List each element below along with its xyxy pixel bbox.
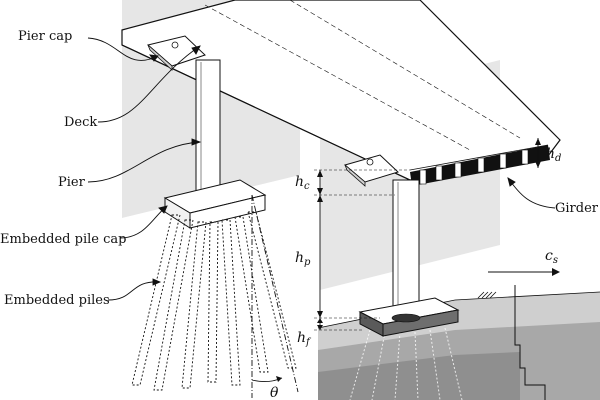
piles-left	[131, 211, 297, 391]
pier-cap-left	[146, 35, 206, 71]
label-deck: Deck	[64, 115, 97, 130]
soil-pile-shadows	[349, 327, 463, 400]
pile-cap-left	[163, 179, 267, 229]
label-embedded-piles: Embedded piles	[4, 293, 110, 308]
pile-cap-right	[358, 297, 460, 337]
label-pier: Pier	[58, 175, 86, 190]
shear-wave-velocity-arrow	[488, 268, 560, 276]
symbol-cs: cs	[545, 248, 558, 266]
label-embedded-pile-cap: Embedded pile cap	[0, 232, 126, 247]
pier-left	[195, 59, 221, 201]
ground-hatch	[477, 291, 497, 299]
soil-block	[317, 285, 600, 400]
leader-lines	[87, 37, 556, 301]
symbol-hc: hc	[295, 174, 310, 192]
label-girder: Girder	[555, 201, 599, 216]
girder-section	[410, 145, 550, 186]
dimension-line-heights	[314, 169, 410, 331]
symbol-hd: hd	[546, 146, 561, 164]
batter-angle	[251, 194, 299, 398]
dimension-line-deck-depth	[535, 138, 541, 168]
label-pier-cap: Pier cap	[18, 29, 72, 44]
symbol-theta: θ	[270, 385, 279, 400]
symbol-hp: hp	[295, 250, 311, 268]
pier-right	[392, 179, 420, 311]
symbol-hf: hf	[297, 330, 312, 348]
